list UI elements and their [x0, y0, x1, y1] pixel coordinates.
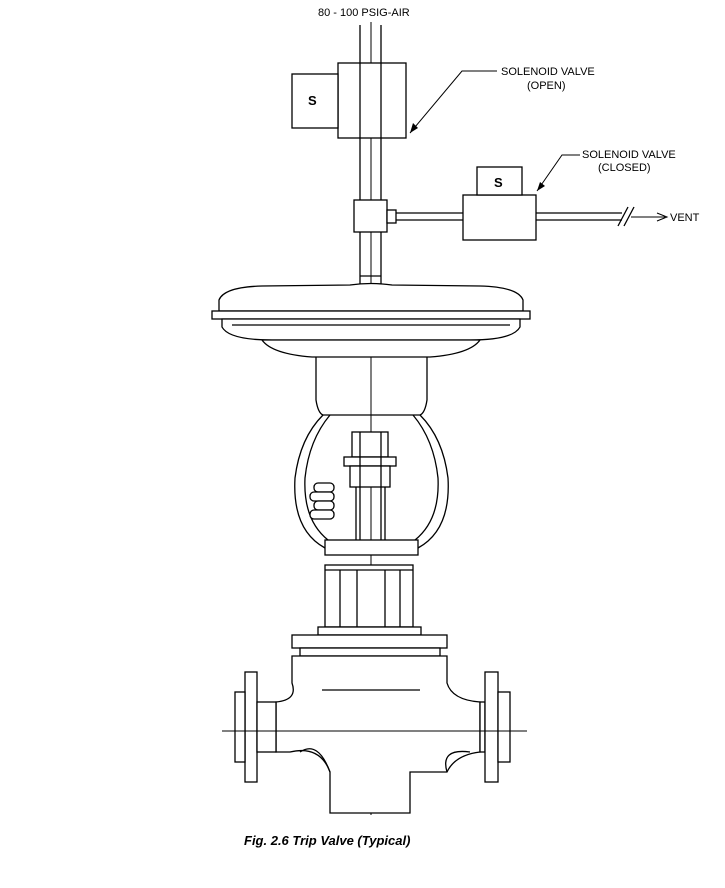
vent-label: VENT — [670, 212, 700, 224]
vent-pipe — [536, 206, 669, 227]
leader-solenoid-open — [409, 70, 497, 134]
solenoid-closed-symbol: S — [494, 175, 503, 190]
yoke — [294, 357, 449, 556]
right-flange — [479, 671, 511, 783]
solenoid-open-label-2: (OPEN) — [527, 80, 566, 92]
solenoid-closed-label-2: (CLOSED) — [598, 162, 651, 174]
solenoid-valve-open: S — [291, 62, 407, 139]
solenoid-open-symbol: S — [308, 93, 317, 108]
valve-body — [275, 655, 481, 814]
solenoid-open-label-1: SOLENOID VALVE — [501, 66, 595, 78]
solenoid-valve-closed: S — [462, 166, 537, 241]
left-flange — [234, 671, 277, 783]
stem-connector — [343, 431, 397, 540]
tee-fitting — [353, 199, 463, 233]
solenoid-closed-label-1: SOLENOID VALVE — [582, 149, 676, 161]
bonnet — [291, 564, 448, 657]
supply-label: 80 - 100 PSIG-AIR — [318, 7, 410, 19]
figure-caption: Fig. 2.6 Trip Valve (Typical) — [244, 833, 410, 848]
travel-indicator — [309, 482, 335, 520]
diaphragm-actuator — [211, 282, 531, 358]
leader-solenoid-closed — [536, 154, 580, 192]
